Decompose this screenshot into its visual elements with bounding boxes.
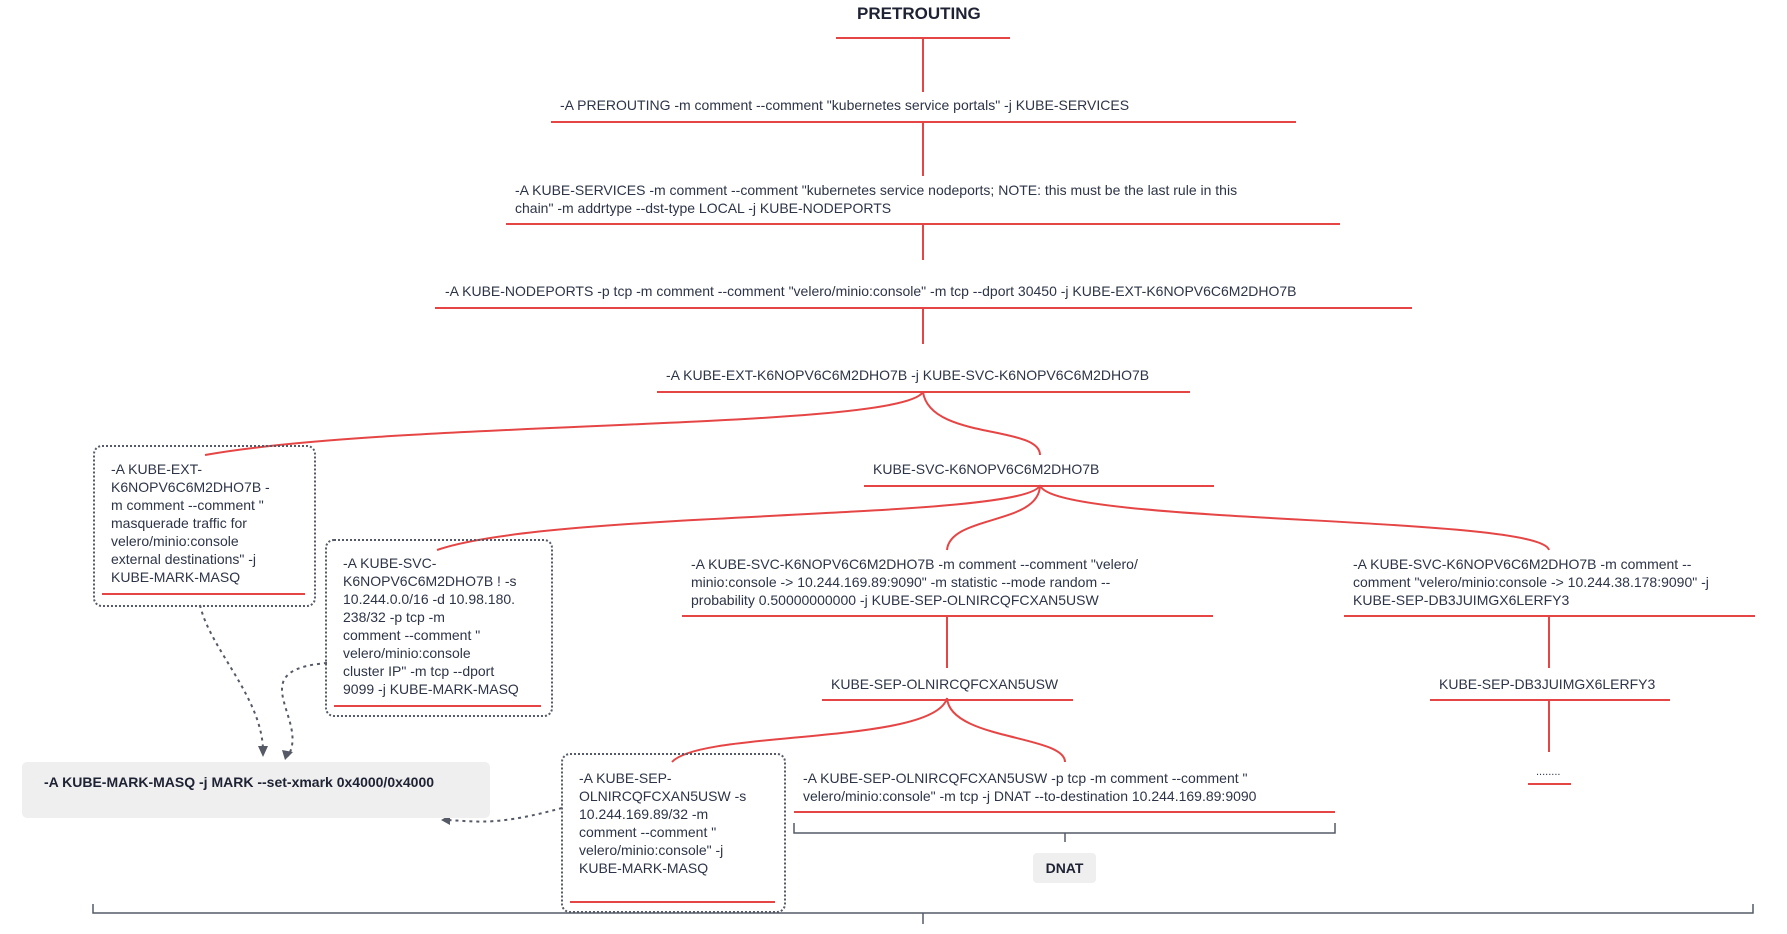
connector-svc-rule2 — [1039, 484, 1550, 551]
masq-svc-box — [325, 539, 553, 717]
dnat-rule: -A KUBE-SEP-OLNIRCQFCXAN5USW -p tcp -m c… — [803, 770, 1257, 804]
connector-svc-masqsvc — [436, 484, 1041, 551]
masq-sep-rule: -A KUBE-SEP- OLNIRCQFCXAN5USW -s 10.244.… — [579, 770, 747, 876]
sep-chain-2-underline — [1430, 699, 1670, 701]
dnat-rule-underline — [794, 811, 1335, 813]
sep-chain-1-underline — [822, 699, 1073, 701]
root-underline — [836, 37, 1010, 39]
svc-chain: KUBE-SVC-K6NOPV6C6M2DHO7B — [873, 461, 1100, 477]
connector-svc-rule1 — [946, 484, 1041, 551]
masq-ext-rule: -A KUBE-EXT- K6NOPV6C6M2DHO7B - m commen… — [111, 461, 270, 585]
sep-chain-1: KUBE-SEP-OLNIRCQFCXAN5USW — [831, 676, 1059, 692]
masq-sep-box — [561, 753, 786, 913]
mark-masq-box: -A KUBE-MARK-MASQ -j MARK --set-xmark 0x… — [22, 762, 490, 818]
connector-sep1-dnat — [946, 697, 1066, 763]
arrowhead-masqsvc — [282, 750, 293, 760]
root-title: PRETROUTING — [857, 4, 981, 23]
connector-ext-svc — [922, 391, 1041, 456]
ext-underline — [657, 391, 1190, 393]
arrowhead-masqext — [258, 746, 268, 757]
nodeports-underline — [435, 307, 1412, 309]
dnat-badge: DNAT — [1033, 853, 1096, 883]
connector-ext-masq — [204, 391, 924, 456]
dnat-bracket — [793, 823, 1336, 834]
svc-rule-1-underline — [682, 615, 1213, 617]
masq-svc-rule: -A KUBE-SVC- K6NOPV6C6M2DHO7B ! -s 10.24… — [343, 555, 519, 697]
sep-chain-2: KUBE-SEP-DB3JUIMGX6LERFY3 — [1439, 676, 1656, 692]
svc-rule-2: -A KUBE-SVC-K6NOPV6C6M2DHO7B -m comment … — [1353, 556, 1709, 608]
masq-sep-underline — [570, 901, 775, 903]
ellipsis-leaf: ........ — [1536, 766, 1561, 778]
svc-chain-underline — [864, 485, 1214, 487]
nodeports-rule: -A KUBE-NODEPORTS -p tcp -m comment --co… — [445, 283, 1297, 299]
ext-rule: -A KUBE-EXT-K6NOPV6C6M2DHO7B -j KUBE-SVC… — [666, 367, 1150, 383]
dotted-link-masqsep — [447, 807, 563, 823]
ellipsis-underline — [1528, 783, 1571, 785]
masq-ext-underline — [102, 593, 305, 595]
connector-sep1-masqsep — [671, 697, 948, 763]
dotted-link-masqext — [199, 604, 265, 756]
masq-ext-box — [93, 445, 316, 607]
prerouting-rule: -A PREROUTING -m comment --comment "kube… — [560, 97, 1130, 113]
svc-rule-1: -A KUBE-SVC-K6NOPV6C6M2DHO7B -m comment … — [691, 556, 1138, 608]
svc-rule-2-underline — [1344, 615, 1755, 617]
dotted-link-masqsvc — [281, 662, 328, 757]
services-rule: -A KUBE-SERVICES -m comment --comment "k… — [515, 182, 1238, 216]
bottom-bracket — [92, 904, 1754, 914]
prerouting-underline — [551, 121, 1296, 123]
services-underline — [506, 223, 1340, 225]
masq-svc-underline — [334, 705, 541, 707]
